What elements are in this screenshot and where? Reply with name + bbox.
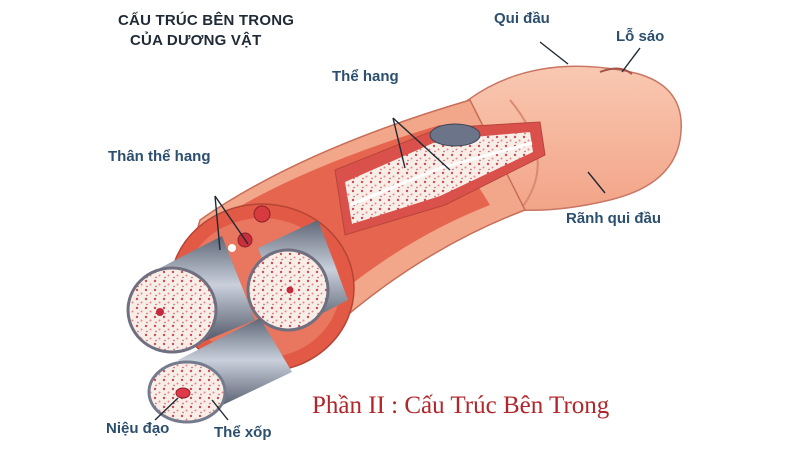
label-ranh-qui-dau: Rãnh qui đầu: [566, 210, 661, 227]
leader-the-xop: [211, 399, 229, 421]
leader-qui-dau: [539, 41, 569, 65]
leader-lo-sao: [621, 47, 641, 73]
deep-artery-right: [286, 286, 294, 294]
slide-caption: Phần II : Cấu Trúc Bên Trong: [312, 392, 610, 419]
label-nieu-dao: Niệu đạo: [106, 420, 170, 437]
leader-than-the-hang-2: [214, 195, 249, 245]
cavernosa-end: [429, 123, 481, 147]
label-than-the-hang: Thân thể hang: [108, 148, 211, 165]
label-qui-dau: Qui đầu: [494, 10, 550, 27]
leader-the-hang-2: [392, 117, 451, 171]
leader-ranh-qui-dau: [587, 171, 606, 194]
cavernosa-divider: [349, 141, 533, 207]
deep-artery-left: [156, 308, 164, 316]
diagram-title-line-2: CỦA DƯƠNG VẬT: [130, 32, 262, 49]
glans: [467, 65, 682, 212]
dorsal-vessel-3: [228, 244, 236, 252]
leader-the-hang-1: [392, 117, 406, 169]
urethra: [175, 387, 191, 399]
leader-than-the-hang-1: [214, 195, 221, 251]
leader-nieu-dao: [154, 397, 179, 421]
label-the-hang: Thể hang: [332, 68, 399, 85]
diagram-title-line-1: CẤU TRÚC BÊN TRONG: [118, 12, 295, 29]
label-lo-sao: Lỗ sáo: [616, 28, 665, 45]
urethral-meatus: [599, 67, 633, 75]
label-the-xop: Thể xốp: [214, 424, 272, 441]
corpus-cavernosum-left: [126, 266, 218, 354]
dorsal-vessel-2: [253, 205, 271, 223]
